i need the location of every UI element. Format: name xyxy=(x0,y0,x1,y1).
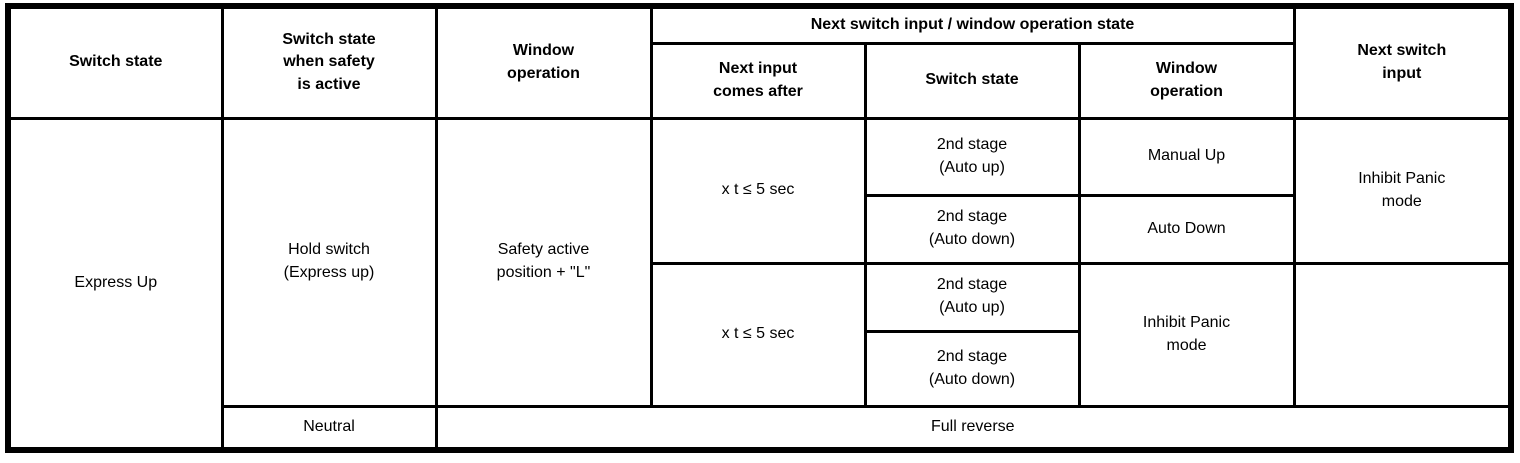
body-row-2: 2nd stage (Auto down) Auto Down xyxy=(8,193,1511,265)
header-window-operation: Window operation xyxy=(434,4,653,120)
cell-switch-state-express-up: Express Up xyxy=(6,116,224,452)
neutral-row: Neutral Full reverse xyxy=(8,404,1513,452)
subheader-switch-state: Switch state xyxy=(863,41,1081,120)
body-row-3: x t ≤ 5 sec 2nd stage (Auto up) Inhibit … xyxy=(8,261,1513,408)
cell-group2-window-operation: Inhibit Panic mode xyxy=(1077,261,1296,408)
subheader-next-input-comes-after: Next input comes after xyxy=(649,41,867,120)
cell-group2-next-switch-input-empty xyxy=(1292,261,1513,408)
header-row-1: Switch state Switch state when safety is… xyxy=(6,4,1513,120)
cell-group1-row1-switch-state: 2nd stage (Auto up) xyxy=(863,116,1081,197)
header-row-2: Next input comes after Switch state Wind… xyxy=(8,41,1511,120)
cell-group2-row1-switch-state: 2nd stage (Auto up) xyxy=(863,261,1081,333)
cell-group1-row2-window-operation: Auto Down xyxy=(1077,193,1296,265)
body-row-4: 2nd stage (Auto down) xyxy=(8,329,1511,408)
cell-safety-state-hold-switch: Hold switch (Express up) xyxy=(220,116,438,408)
switch-state-table: Switch state Switch state when safety is… xyxy=(5,3,1515,453)
cell-neutral: Neutral xyxy=(220,404,438,452)
cell-group2-next-input-comes-after: x t ≤ 5 sec xyxy=(649,261,867,408)
header-next-switch-input-group: Next switch input / window operation sta… xyxy=(649,4,1296,45)
header-switch-state-when-safety-active: Switch state when safety is active xyxy=(220,4,438,120)
cell-group1-row1-window-operation: Manual Up xyxy=(1077,116,1296,197)
cell-window-operation-safety-active: Safety active position + "L" xyxy=(434,116,653,408)
cell-full-reverse: Full reverse xyxy=(434,404,1513,452)
header-next-switch-input: Next switch input xyxy=(1292,4,1513,120)
header-switch-state: Switch state xyxy=(6,4,224,120)
cell-group1-next-input-comes-after: x t ≤ 5 sec xyxy=(649,116,867,265)
body-row-1: Express Up Hold switch (Express up) Safe… xyxy=(6,116,1513,452)
cell-group2-row2-switch-state: 2nd stage (Auto down) xyxy=(863,329,1081,408)
cell-group1-next-switch-input: Inhibit Panic mode xyxy=(1292,116,1513,265)
cell-group1-row2-switch-state: 2nd stage (Auto down) xyxy=(863,193,1081,265)
subheader-window-operation: Window operation xyxy=(1077,41,1296,120)
